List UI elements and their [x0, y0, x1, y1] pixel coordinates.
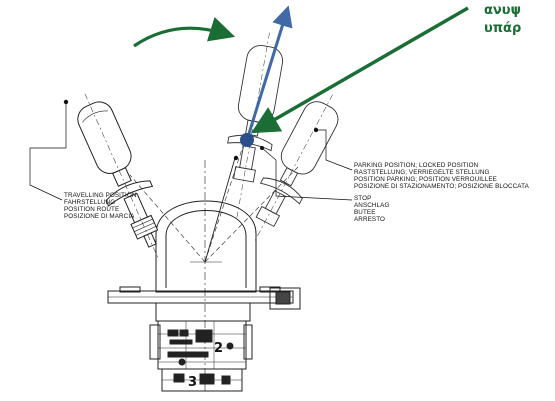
- blue-direction-arrow: [245, 5, 293, 141]
- blue-pivot-dot: [240, 133, 254, 147]
- curved-green-arrow: [133, 17, 236, 48]
- greek-annotation-line-2: υπάρ: [484, 21, 521, 36]
- leader-dots: [63, 99, 319, 150]
- label-stop: STOP ANSCHLAG BUTEE ARRESTO: [354, 195, 391, 223]
- lever-parking-position: [254, 94, 339, 242]
- construction-lines: [129, 139, 301, 263]
- label-parking-position: PARKING POSITION; LOCKED POSITION RASTST…: [354, 162, 530, 190]
- lever-base-housing: [107, 160, 301, 392]
- greek-annotation-line-1: ανυψ: [484, 3, 521, 18]
- label-number-3: 3: [188, 375, 197, 390]
- lever-travelling-position: [77, 93, 159, 259]
- label-travelling-position: TRAVELLING POSITION FAHRSTELLUNG POSITIO…: [64, 192, 138, 220]
- leader-lines: [29, 102, 353, 201]
- label-number-2: 2: [214, 341, 223, 356]
- diagonal-green-arrow: [250, 6, 469, 134]
